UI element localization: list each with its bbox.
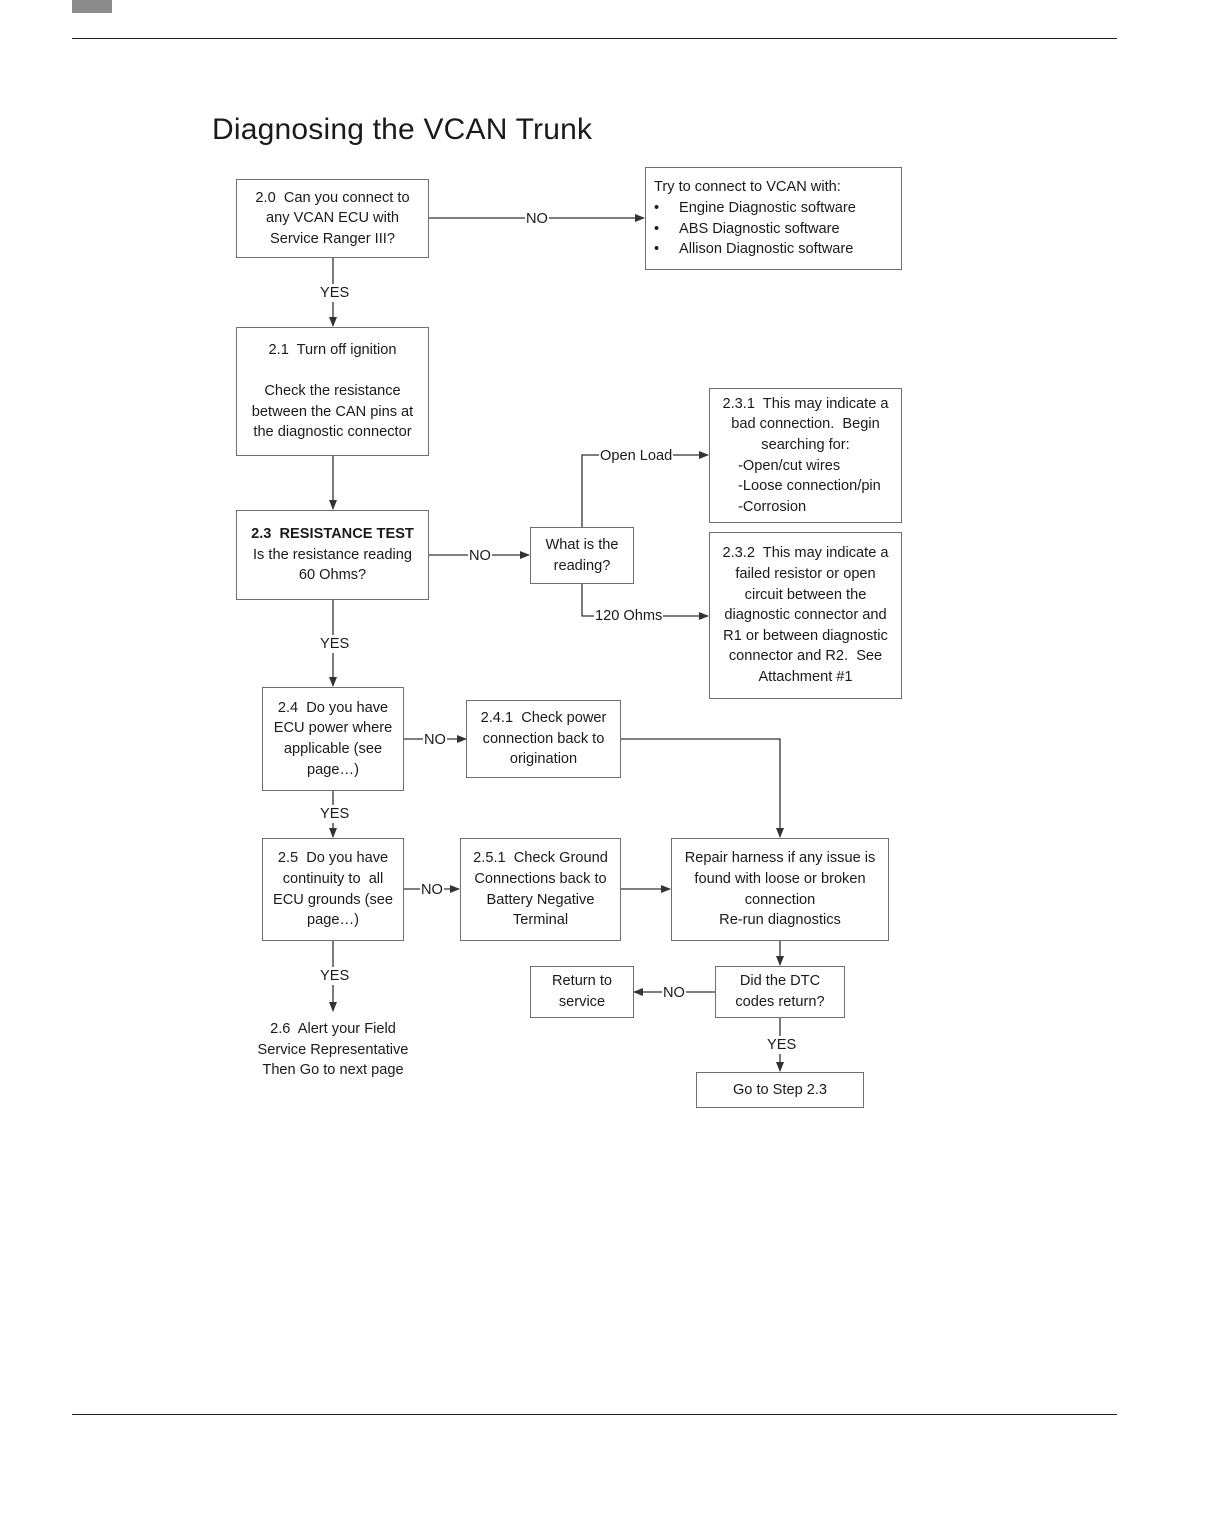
node-text-line: 2.5.1 Check Ground [473, 850, 608, 867]
label-yes-25: YES [319, 967, 351, 985]
node-repair-harness: Repair harness if any issue is found wit… [671, 838, 889, 941]
node-text-line: Is the resistance reading [253, 546, 412, 563]
node-text-line: ECU grounds (see [272, 891, 394, 908]
node-text-line: Terminal [512, 912, 569, 929]
node-2-0-connect-question: 2.0 Can you connect to any VCAN ECU with… [236, 179, 429, 258]
node-2-3-1-bad-connection: 2.3.1 This may indicate a bad connection… [709, 388, 902, 523]
node-2-3-resistance-test: 2.3 RESISTANCE TEST Is the resistance re… [236, 510, 429, 600]
bullet-item: • Engine Diagnostic software [654, 198, 856, 219]
node-2-4-ecu-power: 2.4 Do you have ECU power where applicab… [262, 687, 404, 791]
node-text-line: Repair harness if any issue is [684, 850, 876, 867]
label-open-load: Open Load [599, 447, 674, 465]
bullet-dot-icon: • [654, 199, 660, 216]
node-text-line: the diagnostic connector [253, 424, 412, 441]
node-text-line: 60 Ohms? [298, 567, 367, 584]
bullet-text: Allison Diagnostic software [679, 241, 854, 258]
label-no-23: NO [468, 547, 492, 565]
node-text-line: reading? [553, 557, 611, 574]
label-yes-dtc: YES [766, 1036, 798, 1054]
node-text-line: Attachment #1 [758, 668, 853, 685]
node-text-line: 2.3.2 This may indicate a [722, 545, 889, 562]
label-no-dtc: NO [662, 984, 686, 1002]
node-return-to-service: Return to service [530, 966, 634, 1018]
node-text-line: connection [744, 891, 816, 908]
node-text-line: diagnostic connector and [724, 607, 887, 624]
node-text-line: Connections back to [474, 870, 607, 887]
label-yes-23: YES [319, 635, 351, 653]
node-text-line: connector and R2. See [728, 648, 883, 665]
node-text-line: circuit between the [744, 586, 867, 603]
node-text-line: between the CAN pins at [251, 403, 414, 420]
node-text-line: Go to Step 2.3 [732, 1081, 828, 1098]
node-text-line: applicable (see [283, 741, 383, 757]
node-heading: Try to connect to VCAN with: [654, 179, 841, 196]
node-text-line: ECU power where [273, 720, 393, 737]
header-corner-mark [72, 0, 112, 13]
node-text-line: Check the resistance [264, 383, 401, 400]
node-text-line: 2.1 Turn off ignition [268, 342, 397, 359]
node-text-line: 2.6 Alert your Field [270, 1021, 396, 1038]
node-text-line: Service Ranger III? [270, 230, 395, 247]
node-list-item: -Open/cut wires [738, 457, 841, 474]
header-rule [72, 38, 1117, 39]
bullet-text: Engine Diagnostic software [679, 199, 856, 216]
page-title: Diagnosing the VCAN Trunk [212, 113, 593, 146]
node-go-to-step-2-3: Go to Step 2.3 [696, 1072, 864, 1108]
node-2-5-ecu-grounds: 2.5 Do you have continuity to all ECU gr… [262, 838, 404, 941]
node-text-line: 2.4.1 Check power [480, 710, 607, 727]
node-try-connect-vcan: Try to connect to VCAN with: • Engine Dia… [645, 167, 902, 270]
node-text-line: Service Representative [257, 1041, 409, 1058]
edge-reading-to-232 [581, 584, 709, 620]
node-text-line: origination [509, 751, 578, 768]
node-text-line: any VCAN ECU with [265, 210, 399, 227]
node-text-line: codes return? [735, 994, 825, 1010]
label-no-24: NO [423, 731, 447, 749]
label-yes-20: YES [319, 284, 351, 302]
node-text-line: 2.3.1 This may indicate a [722, 395, 889, 412]
node-text-line: 2.4 Do you have [277, 699, 389, 716]
node-text-line: 2.5 Do you have [277, 850, 389, 867]
node-text-line: R1 or between diagnostic [723, 627, 888, 644]
bullet-text: ABS Diagnostic software [679, 220, 840, 237]
node-text-line: Battery Negative [486, 891, 595, 908]
label-yes-24: YES [319, 805, 351, 823]
node-text-line: Did the DTC [739, 973, 821, 990]
label-120-ohms: 120 Ohms [594, 607, 664, 625]
bullet-item: • ABS Diagnostic software [654, 219, 840, 240]
node-2-5-1-check-ground: 2.5.1 Check Ground Connections back to B… [460, 838, 621, 941]
footer-rule [72, 1414, 1117, 1415]
node-text-line: found with loose or broken [694, 870, 866, 887]
node-text-line: Then Go to next page [262, 1062, 404, 1079]
node-text-line: Re-run diagnostics [719, 912, 841, 929]
bullet-dot-icon: • [654, 220, 660, 237]
node-text-line: continuity to all [282, 870, 384, 887]
bullet-item: • Allison Diagnostic software [654, 239, 853, 260]
edge-reading-to-231 [581, 451, 709, 527]
node-2-4-1-check-power: 2.4.1 Check power connection back to ori… [466, 700, 621, 778]
node-dtc-codes-return: Did the DTC codes return? [715, 966, 845, 1018]
node-text-line: 2.0 Can you connect to [255, 189, 410, 206]
edge-241-to-repair [621, 738, 784, 838]
node-list-item: -Corrosion [738, 498, 807, 515]
bullet-dot-icon: • [654, 241, 660, 258]
node-what-is-reading: What is the reading? [530, 527, 634, 584]
node-text-line: page…) [307, 912, 359, 929]
node-text-line: bad connection. Begin [731, 416, 880, 433]
node-text-line: service [558, 994, 606, 1010]
node-2-3-2-failed-resistor: 2.3.2 This may indicate a failed resisto… [709, 532, 902, 699]
node-bold-heading: 2.3 RESISTANCE TEST [251, 526, 414, 543]
label-no-20: NO [525, 210, 549, 228]
label-no-25: NO [420, 881, 444, 899]
node-text-line: Return to [551, 973, 613, 990]
node-list-item: -Loose connection/pin [738, 478, 881, 495]
node-text-line: searching for: [761, 436, 850, 453]
node-text-line: connection back to [482, 730, 605, 747]
node-text-line: failed resistor or open [735, 566, 876, 583]
node-2-1-turn-off-ignition: 2.1 Turn off ignition Check the resistan… [236, 327, 429, 456]
node-text-line: page…) [307, 761, 359, 778]
node-2-6-alert-field-rep: 2.6 Alert your Field Service Representat… [232, 1012, 434, 1088]
node-text-line: What is the [545, 536, 619, 553]
